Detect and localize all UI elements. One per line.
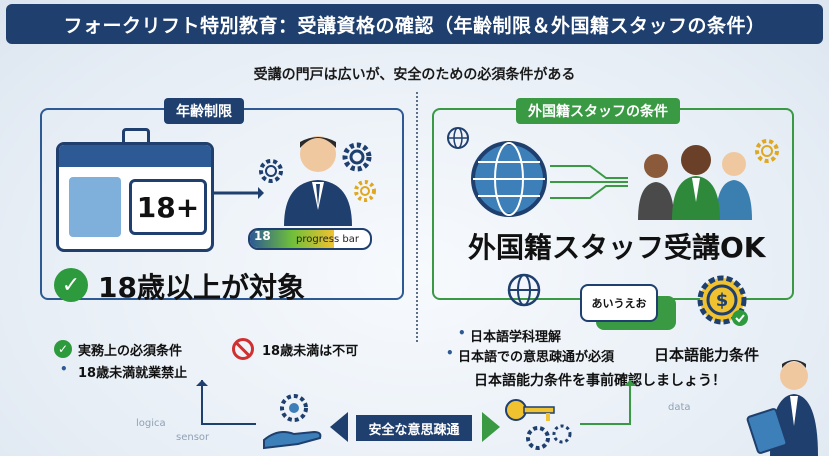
prohibited-icon [232, 338, 254, 360]
person-photo-icon [69, 177, 121, 237]
key-gear-icon [505, 399, 572, 450]
progress-label: progress bar [296, 234, 359, 245]
bullet: • [446, 346, 454, 360]
team-icon [638, 145, 752, 220]
age-tag: 年齢制限 [164, 98, 244, 124]
bullet: • [60, 362, 68, 376]
worker-clipboard-icon [746, 360, 818, 456]
speech-bubble: あいうえお [580, 284, 658, 322]
background-word: logica [136, 418, 166, 429]
list-item: 日本語学科理解 [470, 330, 562, 345]
bullet: • [458, 326, 466, 340]
gear-icon [259, 159, 283, 183]
background-word: data [668, 402, 691, 413]
money-gear-icon: $ [697, 275, 748, 326]
foreign-ok-headline: 外国籍スタッフ受講OK [468, 231, 766, 264]
subtitle: 受講の門戸は広いが、安全のための必須条件がある [253, 67, 576, 83]
connector-line [196, 380, 256, 425]
gear-icon [342, 142, 372, 172]
age-condition: 18歳以上が対象 [98, 271, 305, 304]
foreign-tag: 外国籍スタッフの条件 [516, 98, 680, 124]
hand-gear-icon [263, 394, 322, 450]
note: 日本語能力条件を事前確認しましょう！ [474, 373, 726, 389]
check-icon: ✓ [54, 268, 88, 302]
background-word: sensor [176, 432, 210, 443]
circuit-lines-icon [550, 165, 628, 199]
progress-bar [248, 228, 372, 250]
connector-line [580, 380, 636, 425]
list-item: 日本語での意思疎通が必須 [458, 350, 615, 365]
gear-icon [755, 139, 779, 163]
bottom-label: 安全な意思疎通 [356, 415, 472, 441]
id-card-icon: 18+ [56, 142, 214, 252]
worker-icon [284, 136, 352, 226]
progress-number: 18 [254, 229, 271, 243]
list-item: 実務上の必須条件 [78, 344, 183, 359]
ability-label: 日本語能力条件 [654, 346, 760, 364]
arrow-icon [214, 187, 264, 199]
svg-text:$: $ [716, 290, 729, 311]
globe-icon [447, 127, 469, 149]
page-title: フォークリフト特別教育：受講資格の確認（年齢制限＆外国籍スタッフの条件） [6, 4, 823, 44]
globe-icon [507, 273, 541, 307]
globe-icon [471, 141, 547, 217]
list-item: 18歳未満就業禁止 [78, 366, 188, 381]
list-item: 18歳未満は不可 [262, 344, 359, 359]
gear-icon [354, 180, 376, 202]
double-arrow-icon [330, 412, 500, 442]
section-divider [416, 92, 418, 342]
check-icon: ✓ [54, 340, 72, 358]
age-number: 18+ [129, 179, 207, 235]
